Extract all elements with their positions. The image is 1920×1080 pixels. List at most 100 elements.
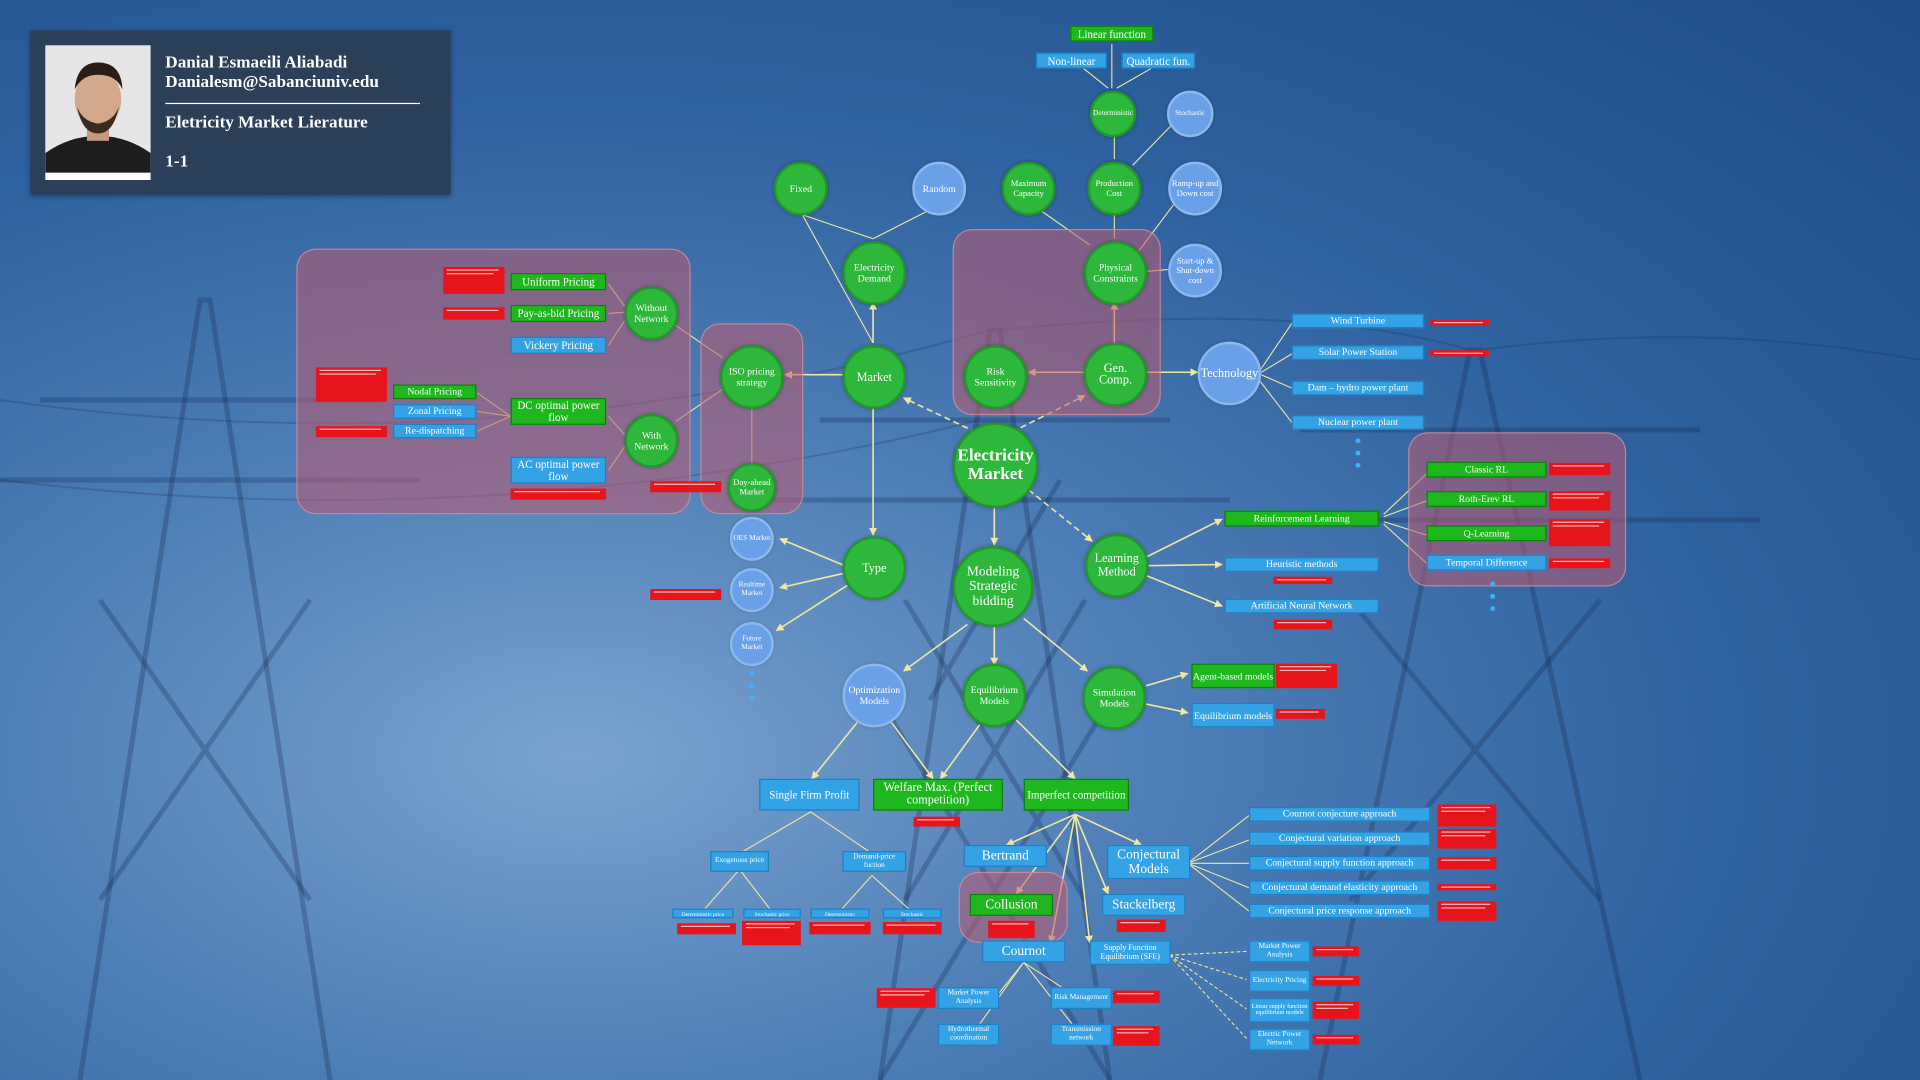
box-collusion[interactable]: Collusion bbox=[969, 893, 1054, 916]
box-risk-management[interactable]: Risk Management bbox=[1050, 986, 1112, 1009]
box-conjectural-supply-function-approach[interactable]: Conjectural supply function approach bbox=[1248, 855, 1431, 871]
node-deterministic[interactable]: Deterministic bbox=[1089, 90, 1137, 138]
box-bertrand[interactable]: Bertrand bbox=[963, 844, 1047, 867]
box-vickery-pricing[interactable]: Vickery Pricing bbox=[510, 336, 607, 354]
box-reinforcement-learning[interactable]: Reinforcement Learning bbox=[1224, 510, 1379, 527]
node-with-network[interactable]: With Network bbox=[624, 413, 679, 468]
reference-box bbox=[443, 266, 505, 294]
node-modeling-strategic-bidding[interactable]: Modeling Strategic bidding bbox=[952, 546, 1034, 627]
box-imperfect-competition[interactable]: Imperfect competition bbox=[1023, 778, 1129, 811]
node-fixed[interactable]: Fixed bbox=[773, 161, 828, 216]
node-market[interactable]: Market bbox=[842, 345, 907, 409]
box-dc-optimal-power-flow[interactable]: DC optimal power flow bbox=[510, 397, 607, 425]
box-conjectural-models[interactable]: Conjectural Models bbox=[1106, 844, 1191, 880]
reference-box bbox=[1113, 990, 1160, 1003]
reference-box bbox=[742, 920, 801, 946]
node-ramp-up-down-cost[interactable]: Ramp-up and Down cost bbox=[1168, 161, 1223, 216]
box-cournot-market-power-analysis[interactable]: Market Power Analysis bbox=[937, 986, 1000, 1009]
node-simulation-models[interactable]: Simulation Models bbox=[1082, 666, 1147, 730]
node-gen-comp[interactable]: Gen. Comp. bbox=[1083, 342, 1148, 407]
box-nodal-pricing[interactable]: Nodal Pricing bbox=[393, 384, 477, 400]
node-day-ahead-market[interactable]: Day-ahead Market bbox=[727, 462, 777, 512]
node-realtime-market[interactable]: Realtime Market bbox=[729, 568, 774, 613]
node-maximum-capacity[interactable]: Maximum Capacity bbox=[1001, 161, 1056, 216]
box-nuclear-power-plant[interactable]: Nuclear power plant bbox=[1291, 415, 1425, 430]
node-type[interactable]: Type bbox=[842, 536, 907, 601]
node-learning-method[interactable]: Learning Method bbox=[1084, 533, 1149, 598]
box-dam-hydro-power-plant[interactable]: Dam – hydro power plant bbox=[1291, 380, 1425, 396]
box-electric-power-network[interactable]: Electric Power Network bbox=[1248, 1028, 1311, 1051]
box-uniform-pricing[interactable]: Uniform Pricing bbox=[510, 273, 607, 291]
box-exogenous-price[interactable]: Exogenous price bbox=[710, 851, 769, 872]
box-ac-optimal-power-flow[interactable]: AC optimal power flow bbox=[510, 456, 607, 484]
slide-number: 1-1 bbox=[165, 153, 189, 172]
box-pay-as-bid-pricing[interactable]: Pay-as-bid Pricing bbox=[510, 304, 607, 323]
box-deterministic-demand[interactable]: Deterministic bbox=[810, 908, 870, 919]
box-artificial-neural-network[interactable]: Artificial Neural Network bbox=[1224, 598, 1379, 614]
node-without-network[interactable]: Without Network bbox=[624, 286, 679, 341]
reference-box bbox=[1273, 576, 1333, 585]
box-wind-turbine[interactable]: Wind Turbine bbox=[1291, 313, 1425, 329]
reference-box bbox=[882, 922, 942, 935]
author-card: Danial Esmaeili Aliabadi Danialesm@Saban… bbox=[30, 30, 451, 195]
node-technology[interactable]: Technology bbox=[1197, 341, 1262, 406]
box-stochastic-demand[interactable]: Stochastic bbox=[882, 908, 942, 919]
box-temporal-difference[interactable]: Temporal Difference bbox=[1426, 554, 1547, 571]
box-linear-supply-function-models[interactable]: Linear supply function equilibrium model… bbox=[1248, 997, 1311, 1023]
box-zonal-pricing[interactable]: Zonal Pricing bbox=[393, 404, 477, 419]
box-stochastic-price[interactable]: Stochastic price bbox=[743, 908, 801, 919]
box-q-learning[interactable]: Q-Learning bbox=[1426, 525, 1547, 542]
reference-box bbox=[1430, 350, 1489, 357]
box-re-dispatching[interactable]: Re-dispatching bbox=[393, 423, 477, 439]
box-cournot[interactable]: Cournot bbox=[982, 940, 1066, 963]
box-sfe-market-power-analysis[interactable]: Market Power Analysis bbox=[1248, 940, 1311, 963]
reference-box bbox=[1275, 708, 1325, 719]
node-risk-sensitivity[interactable]: Risk Sensitivity bbox=[963, 345, 1028, 409]
reference-box bbox=[1437, 857, 1497, 870]
box-hydrothermal-coordination[interactable]: Hydrothermal coordination bbox=[937, 1023, 1000, 1046]
box-sfe-electricity-pricing[interactable]: Electricity Pricing bbox=[1248, 969, 1311, 992]
node-iso-pricing-strategy[interactable]: ISO pricing strategy bbox=[720, 345, 784, 409]
node-equilibrium-models[interactable]: Equilibrium Models bbox=[962, 663, 1027, 728]
node-future-market[interactable]: Future Market bbox=[729, 622, 774, 667]
box-agent-based-models[interactable]: Agent-based models bbox=[1191, 663, 1275, 689]
node-random[interactable]: Random bbox=[912, 161, 967, 216]
node-oes-market[interactable]: OES Market bbox=[729, 516, 774, 561]
node-physical-constraints[interactable]: Physical Constraints bbox=[1083, 241, 1148, 305]
box-demand-price-function[interactable]: Demand-price fuction bbox=[842, 851, 907, 872]
box-conjectural-demand-elasticity-approach[interactable]: Conjectural demand elasticity approach bbox=[1248, 880, 1431, 896]
box-quadratic-function[interactable]: Quadratic fun. bbox=[1121, 52, 1196, 69]
box-stackelberg[interactable]: Stackelberg bbox=[1102, 893, 1186, 916]
reference-box bbox=[650, 588, 722, 601]
node-electricity-demand[interactable]: Electricity Demand bbox=[842, 241, 907, 305]
node-start-up-shut-down-cost[interactable]: Start-up & Shut-down cost bbox=[1168, 243, 1223, 298]
divider bbox=[165, 102, 421, 105]
node-electricity-market[interactable]: Electricity Market bbox=[952, 422, 1039, 509]
box-heuristic-methods[interactable]: Heuristic methods bbox=[1224, 557, 1379, 572]
box-cournot-conjecture-approach[interactable]: Cournot conjecture approach bbox=[1248, 806, 1431, 822]
box-supply-function-equilibrium[interactable]: Supply Function Equilibrium (SFE) bbox=[1089, 940, 1171, 965]
node-optimization-models[interactable]: Optimization Models bbox=[842, 663, 907, 728]
box-deterministic-price[interactable]: Deterministic price bbox=[672, 908, 734, 919]
box-roth-erev-rl[interactable]: Roth-Erev RL bbox=[1426, 491, 1547, 507]
reference-box bbox=[988, 920, 1035, 938]
box-non-linear[interactable]: Non-linear bbox=[1035, 52, 1107, 69]
box-welfare-maximization[interactable]: Welfare Max. (Perfect competition) bbox=[873, 778, 1003, 811]
box-conjectural-variation-approach[interactable]: Conjectural variation approach bbox=[1248, 831, 1431, 847]
box-conjectural-price-response-approach[interactable]: Conjectural price response approach bbox=[1248, 903, 1431, 919]
box-linear-function[interactable]: Linear function bbox=[1070, 25, 1154, 42]
presentation-title: Eletricity Market Lierature bbox=[165, 113, 368, 133]
node-stochastic[interactable]: Stochastic bbox=[1166, 90, 1214, 138]
box-equilibrium-models[interactable]: Equilibrium models bbox=[1191, 702, 1275, 728]
more-items-indicator bbox=[1490, 581, 1496, 619]
box-single-firm-profit[interactable]: Single Firm Profit bbox=[759, 778, 860, 811]
author-name: Danial Esmaeili Aliabadi bbox=[165, 53, 348, 73]
reference-box bbox=[913, 816, 961, 827]
box-solar-power-station[interactable]: Solar Power Station bbox=[1291, 345, 1425, 361]
reference-box bbox=[876, 988, 936, 1008]
box-classic-rl[interactable]: Classic RL bbox=[1426, 461, 1547, 478]
more-items-indicator bbox=[749, 671, 755, 708]
box-transmission-network[interactable]: Transmission network bbox=[1050, 1023, 1112, 1046]
node-production-cost[interactable]: Production Cost bbox=[1087, 161, 1142, 216]
